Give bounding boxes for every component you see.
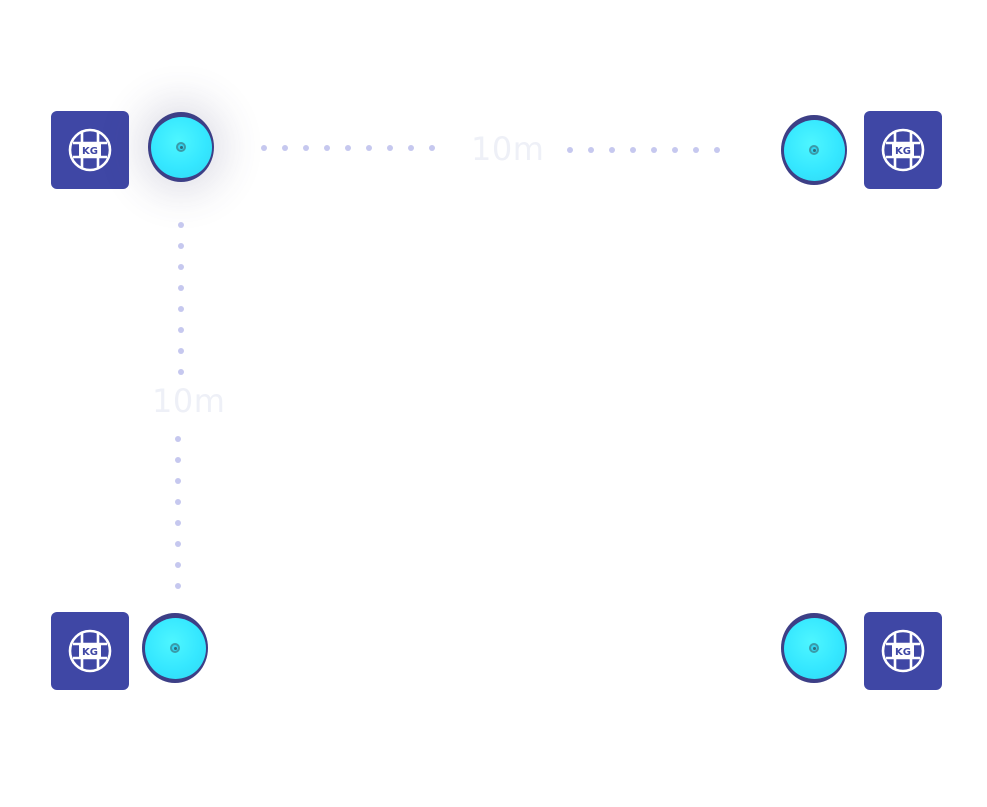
node-center-icon: [809, 643, 819, 653]
distance-dot: [175, 520, 181, 526]
kg-logo-icon: KG: [881, 629, 925, 673]
distance-dot: [366, 145, 372, 151]
kg-badge-bottom-left: KG: [51, 612, 129, 690]
distance-dot: [672, 147, 678, 153]
distance-dot: [175, 562, 181, 568]
distance-dot: [175, 436, 181, 442]
svg-text:KG: KG: [82, 647, 98, 658]
distance-dot: [588, 147, 594, 153]
distance-dot: [609, 147, 615, 153]
distance-dot: [175, 583, 181, 589]
svg-text:KG: KG: [895, 647, 911, 658]
distance-dot: [651, 147, 657, 153]
kg-logo-icon: KG: [68, 128, 112, 172]
horizontal-distance-label: 10m: [471, 130, 545, 168]
distance-dot: [303, 145, 309, 151]
kg-badge-bottom-right: KG: [864, 612, 942, 690]
distance-dot: [324, 145, 330, 151]
distance-dot: [178, 243, 184, 249]
distance-dot: [429, 145, 435, 151]
distance-dot: [178, 369, 184, 375]
distance-dot: [345, 145, 351, 151]
distance-dot: [175, 541, 181, 547]
distance-dot: [282, 145, 288, 151]
distance-dot: [387, 145, 393, 151]
distance-dot: [178, 327, 184, 333]
distance-dot: [178, 306, 184, 312]
distance-dot: [178, 348, 184, 354]
node-center-icon: [176, 142, 186, 152]
distance-dot: [178, 222, 184, 228]
distance-dot: [178, 264, 184, 270]
sensor-node-bottom-left: [142, 613, 208, 683]
distance-dot: [178, 285, 184, 291]
sensor-node-bottom-right: [781, 613, 847, 683]
node-center-icon: [170, 643, 180, 653]
kg-badge-top-right: KG: [864, 111, 942, 189]
vertical-distance-label: 10m: [152, 382, 226, 420]
distance-dot: [714, 147, 720, 153]
distance-dot: [408, 145, 414, 151]
distance-dot: [693, 147, 699, 153]
node-center-icon: [809, 145, 819, 155]
kg-logo-icon: KG: [881, 128, 925, 172]
distance-dot: [175, 457, 181, 463]
svg-text:KG: KG: [82, 146, 98, 157]
sensor-node-top-left: [148, 112, 214, 182]
kg-logo-icon: KG: [68, 629, 112, 673]
svg-text:KG: KG: [895, 146, 911, 157]
distance-dot: [175, 478, 181, 484]
distance-dot: [630, 147, 636, 153]
sensor-node-top-right: [781, 115, 847, 185]
distance-dot: [261, 145, 267, 151]
kg-badge-top-left: KG: [51, 111, 129, 189]
distance-dot: [567, 147, 573, 153]
distance-dot: [175, 499, 181, 505]
